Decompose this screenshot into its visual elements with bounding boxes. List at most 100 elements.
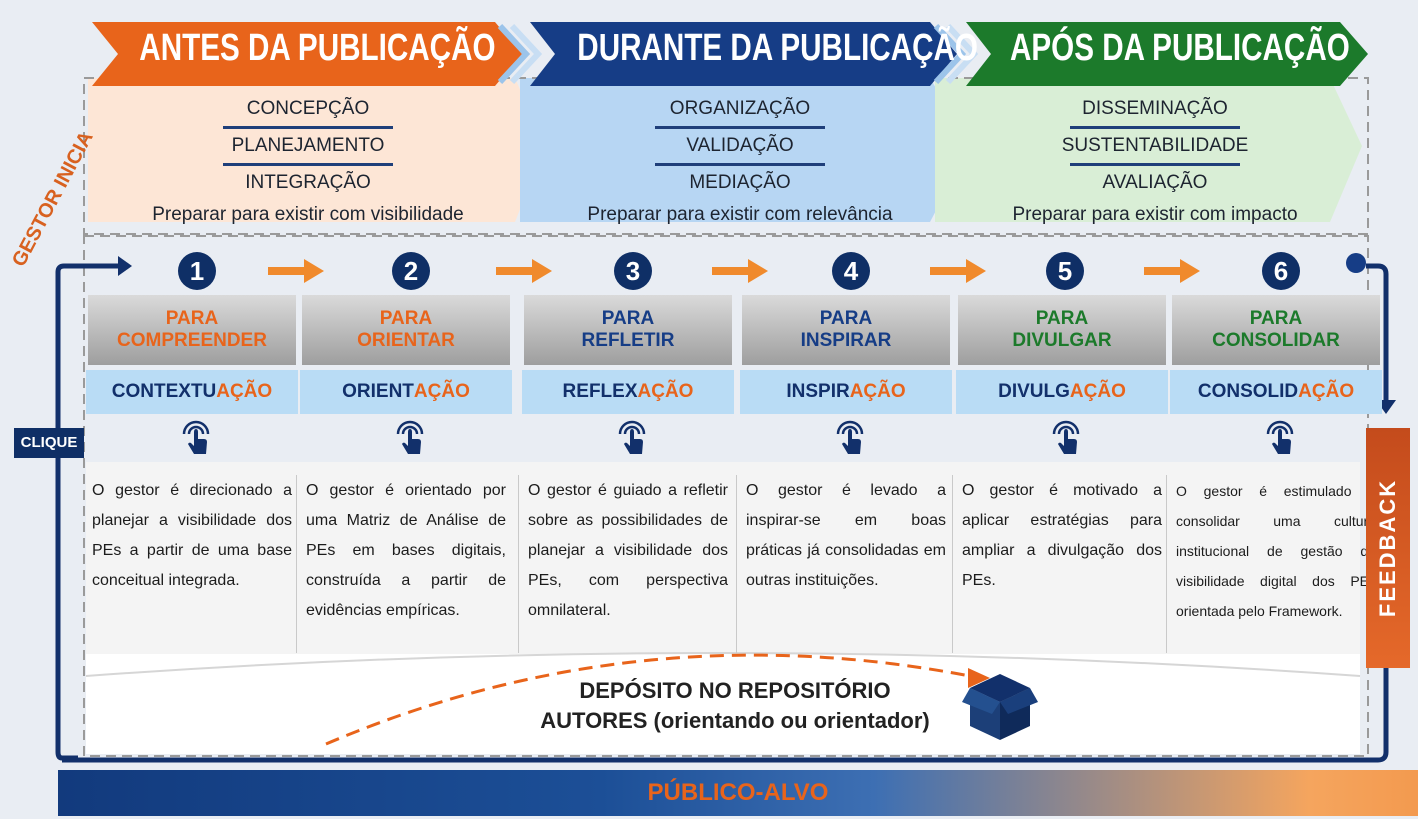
step-flow-arrow xyxy=(496,259,552,283)
phase-divider xyxy=(655,126,825,129)
step-flow-arrow xyxy=(712,259,768,283)
deposit-arc-head xyxy=(968,668,990,688)
step-flow-arrow xyxy=(1144,259,1200,283)
lower-panel xyxy=(86,654,1360,754)
step-header-line-1: PARA xyxy=(601,308,655,329)
panel-curve xyxy=(85,652,1361,677)
tap-icon[interactable] xyxy=(614,418,650,458)
column-divider xyxy=(518,475,519,653)
tap-icon[interactable] xyxy=(1262,418,1298,458)
step-action-suffix: AÇÃO xyxy=(413,381,470,402)
loop-arrow-bottom xyxy=(62,648,1389,763)
phase-item: DISSEMINAÇÃO xyxy=(1082,98,1228,119)
step-header-line-2: REFLETIR xyxy=(581,330,675,351)
phase-item: INTEGRAÇÃO xyxy=(245,172,371,193)
feedback-bar xyxy=(1366,428,1410,668)
step-number: 4 xyxy=(832,252,870,290)
step-description: O gestor é direcionado a planejar a visi… xyxy=(92,482,292,589)
step-header-line-2: INSPIRAR xyxy=(800,330,892,351)
phase-divider xyxy=(223,163,393,166)
step-action-suffix: AÇÃO xyxy=(637,381,694,402)
column-divider xyxy=(296,475,297,653)
step-action-prefix: INSPIR xyxy=(786,381,850,402)
step-flow-arrow xyxy=(930,259,986,283)
step-description: O gestor é orientado por uma Matriz de A… xyxy=(306,482,506,619)
chevron-sep-2b xyxy=(945,23,979,85)
phase-divider xyxy=(1070,163,1240,166)
phase-title-3: APÓS DA PUBLICAÇÃO xyxy=(1010,27,1350,69)
step-action-prefix: REFLEX xyxy=(562,381,638,402)
phase-chevron-1 xyxy=(92,22,522,86)
tap-icon[interactable] xyxy=(392,418,428,458)
phase-list-3: DISSEMINAÇÃO SUSTENTABILIDADE AVALIAÇÃO … xyxy=(965,92,1345,226)
step-header-line-1: PARA xyxy=(1249,308,1303,329)
step-description: O gestor é estimulado a consolidar uma c… xyxy=(1176,483,1376,619)
tap-icon[interactable] xyxy=(178,418,214,458)
step-header-line-2: DIVULGAR xyxy=(1012,330,1112,351)
step-action-suffix: AÇÃO xyxy=(1069,381,1126,402)
chevron-sep-1a xyxy=(497,23,531,85)
publico-alvo-label: PÚBLICO-ALVO xyxy=(647,779,829,806)
step-action-suffix: AÇÃO xyxy=(216,381,273,402)
phase-divider xyxy=(1070,126,1240,129)
step-action-suffix: AÇÃO xyxy=(1298,381,1355,402)
step-header-line-1: PARA xyxy=(165,308,219,329)
step-header-line-2: ORIENTAR xyxy=(357,330,455,351)
step-number: 2 xyxy=(392,252,430,290)
deposit-text: DEPÓSITO NO REPOSITÓRIO AUTORES (orienta… xyxy=(520,676,950,736)
phase-item: PLANEJAMENTO xyxy=(231,135,385,156)
phase-chevron-3 xyxy=(966,22,1368,86)
column-divider xyxy=(952,475,953,653)
phase-divider xyxy=(223,126,393,129)
step-number: 6 xyxy=(1262,252,1300,290)
phase-list-2: ORGANIZAÇÃO VALIDAÇÃO MEDIAÇÃO Preparar … xyxy=(550,92,930,226)
text-panel xyxy=(86,462,1360,654)
deposit-line-1: DEPÓSITO NO REPOSITÓRIO xyxy=(579,678,891,703)
phase-item: SUSTENTABILIDADE xyxy=(1061,135,1249,156)
phase-item: MEDIAÇÃO xyxy=(689,172,791,193)
phase-box-3 xyxy=(935,78,1362,222)
tap-icon[interactable] xyxy=(832,418,868,458)
chevron-sep-2a xyxy=(933,23,967,85)
deposit-arc xyxy=(325,653,981,746)
phase-box-1 xyxy=(88,78,545,222)
step-header-line-1: PARA xyxy=(379,308,433,329)
step-action-prefix: DIVULG xyxy=(998,381,1070,402)
tap-icon[interactable] xyxy=(1048,418,1084,458)
step-action-suffix: AÇÃO xyxy=(849,381,906,402)
step-number: 5 xyxy=(1046,252,1084,290)
loop-arrow-left-head xyxy=(118,256,132,276)
phase-divider xyxy=(655,163,825,166)
phase-subtitle: Preparar para existir com relevância xyxy=(587,204,893,225)
step-action-prefix: CONTEXTU xyxy=(111,381,217,402)
step-description: O gestor é motivado a aplicar estratégia… xyxy=(962,482,1162,589)
phase-item: ORGANIZAÇÃO xyxy=(669,98,811,119)
publico-bar xyxy=(58,770,1418,816)
feedback-label: FEEDBACK xyxy=(1375,478,1401,618)
step-header-line-1: PARA xyxy=(1035,308,1089,329)
phase-box-2 xyxy=(520,78,970,222)
step-header-line-1: PARA xyxy=(819,308,873,329)
column-divider xyxy=(1166,475,1167,653)
loop-arrow-right xyxy=(1366,263,1389,400)
phase-item: VALIDAÇÃO xyxy=(686,135,794,156)
step-header-line-2: COMPREENDER xyxy=(117,330,267,351)
box-icon xyxy=(962,674,1038,740)
feedback-label-wrap: FEEDBACK xyxy=(1366,428,1410,668)
step-number: 3 xyxy=(614,252,652,290)
clique-label[interactable]: CLIQUE xyxy=(14,428,84,458)
step-description: O gestor é levado a inspirar-se em boas … xyxy=(746,482,946,589)
step-description: O gestor é guiado a refletir sobre as po… xyxy=(528,482,728,619)
phase-list-1: CONCEPÇÃO PLANEJAMENTO INTEGRAÇÃO Prepar… xyxy=(118,92,498,226)
